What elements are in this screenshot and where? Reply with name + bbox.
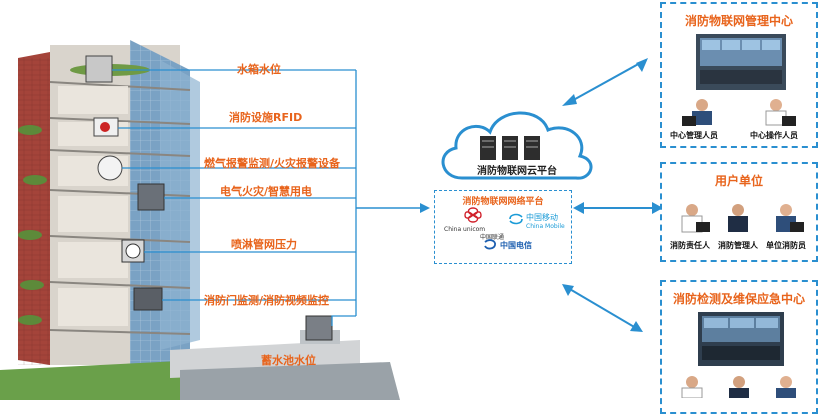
fire-responsible-person — [681, 204, 710, 233]
unicom-cn-label: 中国联通 — [480, 234, 505, 241]
user-unit-person-label: 消防责任人 — [670, 241, 710, 250]
user-unit-person-label: 消防管理人 — [718, 241, 758, 250]
sensor-label-electrical: 电气火灾/智慧用电 — [220, 185, 313, 198]
sensor-label-gas-alarm: 燃气报警监测/火灾报警设备 — [204, 157, 341, 170]
unicom-en-label: China unicom — [444, 226, 486, 233]
user-unit-title: 用户单位 — [714, 174, 763, 188]
china-telecom-cn-label: 中国电信 — [500, 241, 532, 250]
fire-staff-person — [776, 204, 804, 232]
network-platform-box — [434, 190, 572, 264]
user-unit-panel: 用户单位 消防责任人 消防管理人 单位消防员 — [660, 162, 818, 262]
china-telecom-logo-icon — [484, 239, 496, 250]
center-manager-person — [682, 99, 712, 126]
user-unit-person-label: 单位消防员 — [766, 241, 806, 250]
unicom-logo-icon — [464, 207, 482, 223]
sensor-thumbnails — [85, 55, 333, 341]
cloud-icon — [441, 111, 593, 180]
connector-lines — [112, 58, 663, 332]
network-platform-title: 消防物联网网络平台 — [462, 197, 544, 207]
maintenance-center-panel: 消防检测及维保应急中心 — [660, 280, 818, 414]
sensor-label-fire-door: 消防门监测/消防视频监控 — [204, 294, 330, 307]
sensor-label-rfid: 消防设施RFID — [229, 111, 303, 124]
control-room-image — [696, 34, 786, 90]
china-mobile-cn-label: 中国移动 — [526, 213, 558, 222]
building-illustration — [0, 0, 420, 400]
management-center-panel: 消防物联网管理中心 中心管理人员 中心操作人员 — [660, 2, 818, 148]
management-center-title: 消防物联网管理中心 — [684, 14, 793, 28]
maintenance-center-title: 消防检测及维保应急中心 — [672, 292, 805, 306]
monitoring-room-image — [698, 312, 784, 366]
sensor-label-sprinkler: 喷淋管网压力 — [231, 238, 297, 251]
sensor-label-reservoir: 蓄水池水位 — [261, 354, 316, 367]
management-person-label: 中心管理人员 — [670, 131, 718, 140]
cloud-platform-label: 消防物联网云平台 — [477, 166, 557, 177]
fire-manager-person — [728, 204, 748, 232]
china-mobile-logo-icon — [509, 213, 523, 225]
management-person-label: 中心操作人员 — [750, 131, 798, 140]
china-mobile-en-label: China Mobile — [526, 223, 565, 230]
server-icon — [480, 136, 540, 160]
maintenance-staff-people — [681, 376, 796, 398]
sensor-label-water-tank: 水箱水位 — [237, 63, 281, 76]
center-operator-person — [765, 99, 796, 126]
